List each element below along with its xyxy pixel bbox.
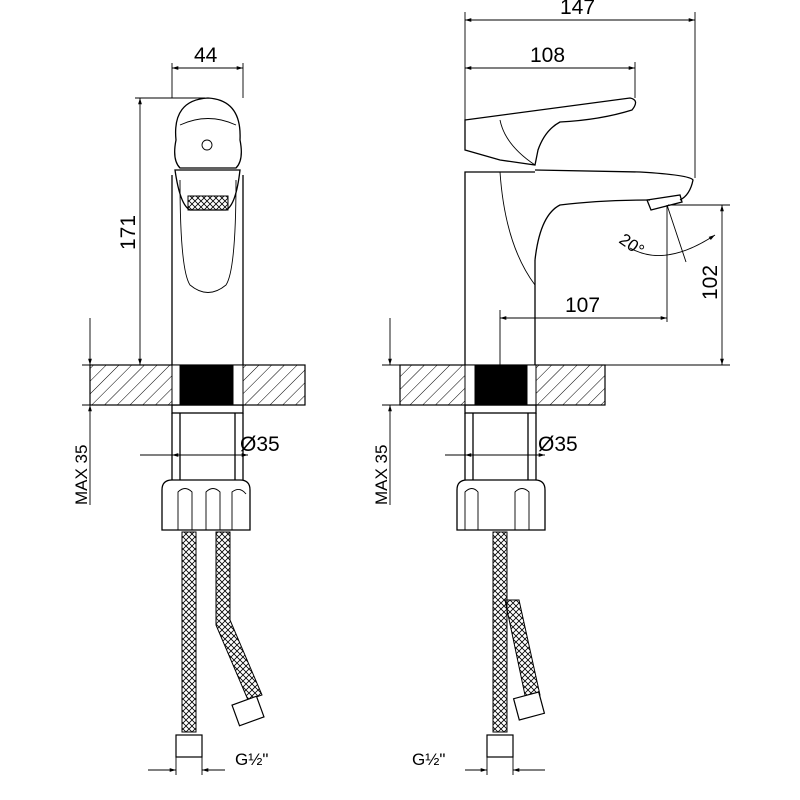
dim-pipe-diameter: Ø35 [538, 433, 578, 456]
dim-width: 44 [194, 44, 218, 67]
hose-right [215, 531, 263, 701]
dim-thread: G½" [412, 750, 445, 769]
dim-max-thickness: MAX 35 [372, 445, 391, 505]
dim-spout-reach: 107 [565, 294, 600, 317]
mounting-nut [456, 479, 546, 531]
front-body [171, 175, 244, 365]
lever-indicator-icon [201, 139, 213, 151]
hose-left [181, 531, 197, 733]
dim-thread: G½" [235, 750, 268, 769]
dim-max-thickness: MAX 35 [72, 445, 91, 505]
hose-nut [175, 734, 203, 758]
dim-pipe-diameter: Ø35 [240, 433, 280, 456]
dim-spout-angle: 20° [616, 230, 648, 260]
side-lever [464, 97, 637, 166]
dim-spout-height: 102 [699, 265, 722, 300]
dim-height: 171 [117, 215, 140, 250]
side-spout [534, 169, 694, 261]
hose [492, 531, 508, 733]
front-view: 44 171 Ø35 MAX 35 G½" [72, 44, 306, 775]
side-body [464, 171, 536, 365]
hose-nut [486, 734, 514, 758]
aerator [646, 194, 683, 211]
side-view: 147 108 107 102 20° Ø35 [372, 0, 730, 775]
front-lever [174, 97, 242, 169]
dim-overall-length: 147 [560, 0, 595, 19]
dim-lever-length: 108 [530, 44, 565, 67]
mounting-nut [161, 479, 251, 531]
